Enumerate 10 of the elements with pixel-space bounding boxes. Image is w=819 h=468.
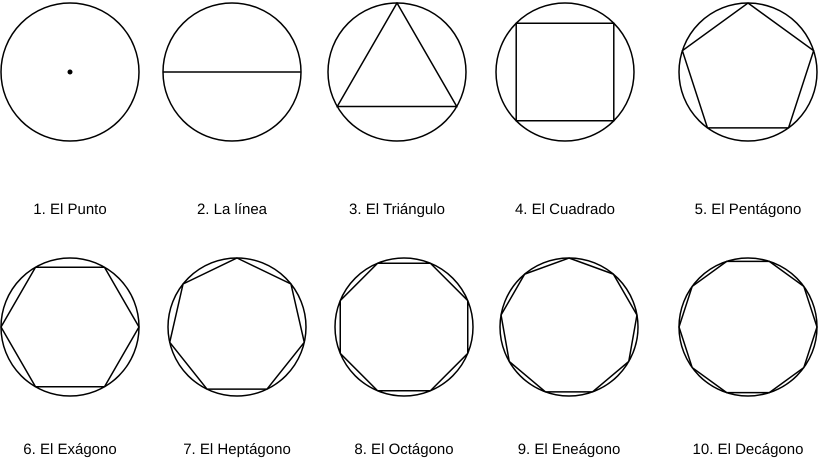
figure-label: 7. El Heptágono	[183, 441, 291, 459]
figure-label: 2. La línea	[196, 201, 268, 219]
figure-label: 4. El Cuadrado	[514, 201, 616, 219]
figure-label: 8. El Octágono	[354, 441, 454, 459]
figure-label: 3. El Triángulo	[349, 201, 445, 219]
figure-label: 1. El Punto	[33, 201, 107, 219]
figure-label: 6. El Exágono	[23, 441, 117, 459]
figure-label: 9. El Eneágono	[518, 441, 620, 459]
figure-label: 10. El Decágono	[692, 441, 804, 459]
figure-label: 5. El Pentágono	[694, 201, 802, 219]
